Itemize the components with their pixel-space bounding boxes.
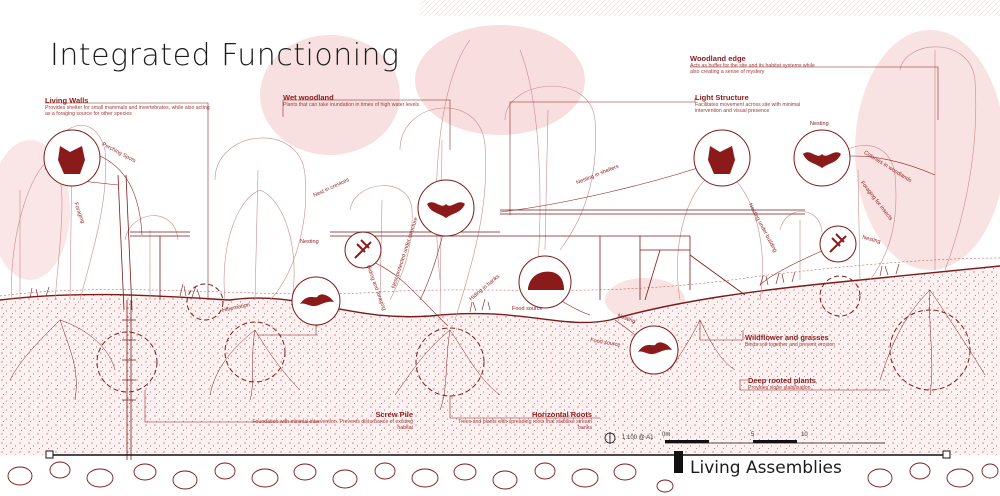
bat-icon (417, 179, 475, 237)
bird-icon (291, 276, 341, 326)
label-heading: Screw Pile (375, 410, 413, 419)
footer-title: Living Assemblies (690, 458, 842, 478)
label-screw-pile: Screw Pile Foundation with minimal inter… (238, 410, 413, 431)
bat-icon (793, 129, 851, 187)
tag-nesting-top: Nesting (810, 121, 829, 127)
label-light-structure: Light Structure Facilitates movement acr… (695, 93, 820, 114)
tag-food-source-1: Food source (512, 306, 543, 312)
datum-line (45, 450, 951, 473)
scale-tick-10: 10 (801, 432, 808, 438)
label-description: Plants that can take inundation in times… (283, 102, 420, 108)
label-wet-woodland: Wet woodland Plants that can take inunda… (283, 93, 423, 108)
label-description: Provides shelter for small mammals and i… (45, 105, 210, 118)
page-title: Integrated Functioning (50, 38, 400, 73)
root-systems (9, 289, 986, 411)
label-description: Acts as buffer for the site and its habi… (690, 63, 815, 76)
label-description: Provides slope stabilisation (748, 385, 811, 391)
label-heading: Light Structure (695, 93, 749, 102)
label-heading: Horizontal Roots (532, 410, 592, 419)
living-wall (117, 174, 190, 311)
fish-icon (518, 255, 572, 309)
label-horizontal-roots: Horizontal Roots Trees and plants with s… (452, 410, 592, 431)
scale-bar (604, 432, 885, 444)
habitat-icons (43, 129, 857, 375)
label-heading: Wet woodland (283, 93, 334, 102)
scale-tick-0: 0m (662, 432, 671, 438)
bird-icon (629, 325, 679, 375)
label-description: Facilitates movement across site with mi… (695, 102, 801, 115)
label-description: Binds soil together and prevent erosion (745, 342, 835, 348)
dragonfly-icon (344, 231, 382, 269)
screw-pile (122, 300, 136, 460)
label-heading: Deep rooted plants (748, 376, 816, 385)
bedrock-stones (7, 461, 999, 493)
label-woodland-edge: Woodland edge Acts as buffer for the sit… (690, 54, 820, 75)
label-wildflower: Wildflower and grasses Binds soil togeth… (745, 333, 855, 348)
ground-section (0, 257, 1000, 455)
grass-tufts (29, 263, 900, 313)
scale-tick-5: 5 (751, 432, 755, 438)
tag-nesting-left: Nesting (300, 239, 319, 245)
label-heading: Wildflower and grasses (745, 333, 829, 342)
label-deep-rooted: Deep rooted plants Provides slope stabil… (748, 376, 858, 391)
label-heading: Woodland edge (690, 54, 746, 63)
owl-icon (693, 129, 751, 187)
label-description: Foundation with minimal intervention. Pr… (252, 419, 413, 432)
scale-ratio: 1:100 @ A1 (622, 435, 654, 441)
background-washes (0, 0, 1000, 322)
label-heading: Living Walls (45, 96, 89, 105)
owl-icon (43, 129, 101, 187)
label-description: Trees and plants with spreading roots th… (458, 419, 592, 432)
habitat-zones (96, 275, 971, 397)
label-living-walls: Living Walls Provides shelter for small … (45, 96, 215, 117)
dragonfly-icon (819, 225, 857, 263)
